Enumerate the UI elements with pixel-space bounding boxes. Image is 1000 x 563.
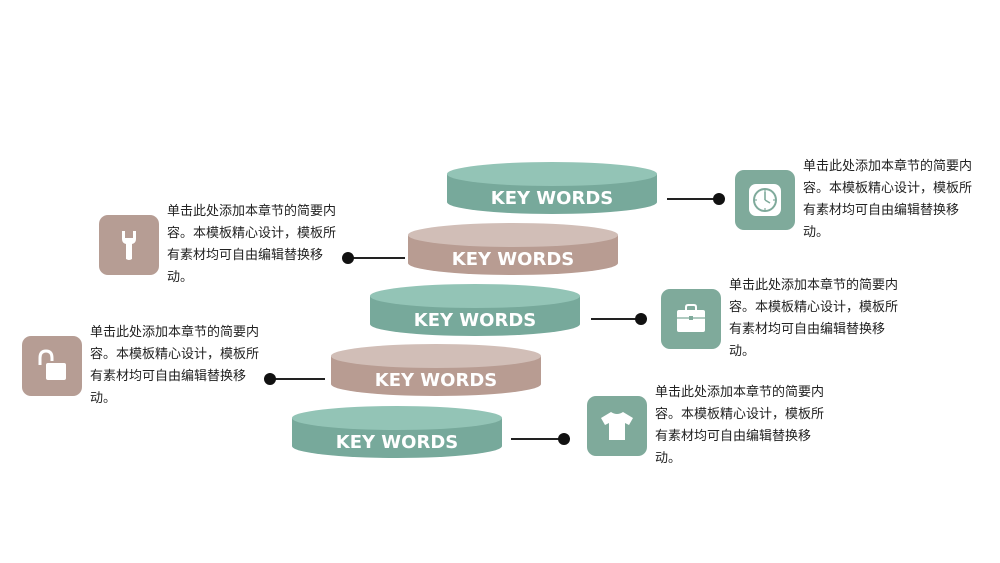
connector-line-5	[511, 438, 563, 440]
connector-dot-1	[713, 193, 725, 205]
connector-dot-2	[342, 252, 354, 264]
connector-line-4	[273, 378, 325, 380]
tier-5: KEY WORDS	[292, 406, 502, 470]
callout-5-text: 单击此处添加本章节的简要内容。本模板精心设计，模板所有素材均可自由编辑替换移动。	[655, 385, 825, 466]
tier-top	[447, 162, 657, 186]
connector-line-3	[591, 318, 638, 320]
connector-dot-3	[635, 313, 647, 325]
callout-3-text: 单击此处添加本章节的简要内容。本模板精心设计，模板所有素材均可自由编辑替换移动。	[729, 278, 899, 359]
tier-top	[292, 406, 502, 430]
callout-4-icon-box	[22, 336, 82, 396]
callout-1-text: 单击此处添加本章节的简要内容。本模板精心设计，模板所有素材均可自由编辑替换移动。	[803, 159, 973, 240]
briefcase-icon	[677, 304, 705, 332]
clock-icon	[749, 184, 781, 216]
tshirt-icon	[601, 412, 633, 440]
tier-top	[370, 284, 580, 308]
callout-3-icon-box	[661, 289, 721, 349]
tier-top	[331, 344, 541, 368]
connector-dot-5	[558, 433, 570, 445]
connector-line-1	[667, 198, 717, 200]
callout-2-text: 单击此处添加本章节的简要内容。本模板精心设计，模板所有素材均可自由编辑替换移动。	[167, 204, 337, 285]
callout-5-icon-box	[587, 396, 647, 456]
unlock-icon	[38, 349, 66, 380]
connector-dot-4	[264, 373, 276, 385]
wrench-icon	[122, 231, 136, 260]
callout-1-icon-box	[735, 170, 795, 230]
tier-3: KEY WORDS	[370, 284, 580, 348]
tier-top	[408, 223, 618, 247]
callout-4-text: 单击此处添加本章节的简要内容。本模板精心设计，模板所有素材均可自由编辑替换移动。	[90, 325, 260, 406]
callout-2-icon-box	[99, 215, 159, 275]
tier-label: KEY WORDS	[335, 432, 459, 453]
connector-line-2	[351, 257, 405, 259]
tier-1: KEY WORDS	[447, 162, 657, 226]
tier-2: KEY WORDS	[408, 223, 618, 287]
tier-4: KEY WORDS	[331, 344, 541, 408]
tier-label: KEY WORDS	[413, 310, 537, 331]
tier-label: KEY WORDS	[451, 249, 575, 270]
tier-label: KEY WORDS	[374, 370, 498, 391]
tier-label: KEY WORDS	[490, 188, 614, 209]
